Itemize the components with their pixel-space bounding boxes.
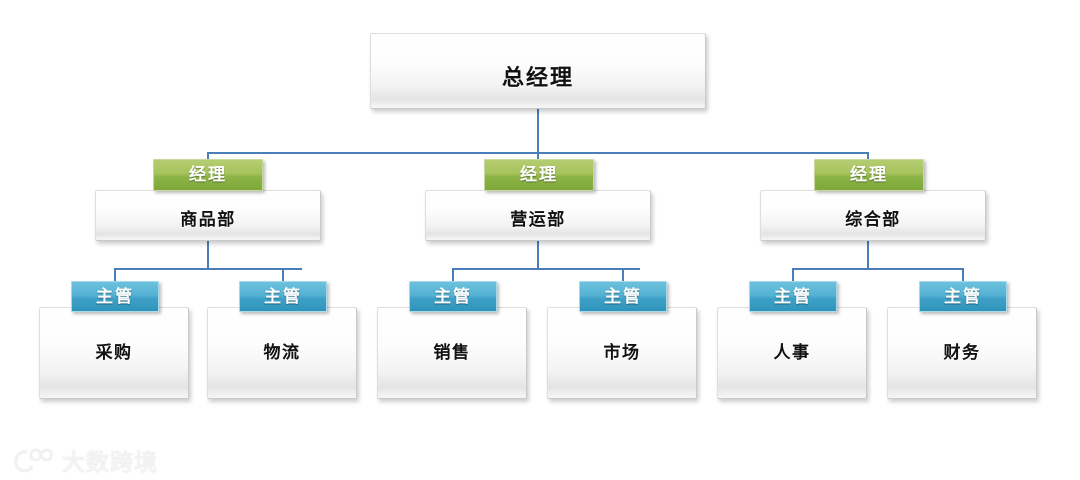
connector-group-b-drop-0: [452, 268, 454, 282]
org-node-title: 销售: [433, 343, 471, 362]
connector-group-c-bus: [792, 268, 962, 270]
org-node-human-resources[interactable]: 人事: [717, 307, 867, 399]
org-node-sales[interactable]: 销售: [377, 307, 527, 399]
org-badge-supervisor-0: 主管: [71, 281, 159, 312]
connector-root-stem: [537, 109, 539, 153]
dashu-logo-icon: [14, 448, 53, 473]
org-node-purchasing[interactable]: 采购: [39, 307, 189, 399]
watermark: 大数跨境: [14, 440, 158, 480]
org-node-title: 商品部: [180, 210, 236, 229]
org-node-merchandise-dept[interactable]: 商品部: [95, 190, 321, 241]
connector-group-c-drop-1: [962, 268, 964, 282]
org-badge-supervisor-2: 主管: [409, 281, 497, 312]
org-badge-manager-2: 经理: [814, 159, 924, 191]
org-node-title: 财务: [943, 343, 981, 362]
org-node-logistics[interactable]: 物流: [207, 307, 357, 399]
org-node-title: 市场: [603, 343, 641, 362]
org-node-title: 采购: [95, 343, 133, 362]
org-node-marketing[interactable]: 市场: [547, 307, 697, 399]
org-node-operations-dept[interactable]: 营运部: [425, 190, 651, 241]
connector-group-c-drop-0: [792, 268, 794, 282]
org-badge-manager-1: 经理: [484, 159, 594, 191]
org-badge-supervisor-4: 主管: [749, 281, 837, 312]
connector-group-a-drop-0: [114, 268, 116, 282]
org-node-finance[interactable]: 财务: [887, 307, 1037, 399]
org-node-general-affairs-dept[interactable]: 综合部: [760, 190, 986, 241]
org-node-title: 综合部: [845, 210, 901, 229]
connector-group-b-drop-1: [622, 268, 624, 282]
org-node-title: 人事: [773, 343, 811, 362]
watermark-text: 大数跨境: [62, 449, 158, 475]
connector-group-c-stem: [867, 241, 869, 269]
connector-group-a-stem: [207, 241, 209, 269]
org-badge-supervisor-3: 主管: [579, 281, 667, 312]
connector-group-a-bus: [114, 268, 302, 270]
connector-group-b-stem: [537, 241, 539, 269]
org-node-title: 总经理: [501, 65, 574, 90]
org-badge-supervisor-5: 主管: [919, 281, 1007, 312]
org-badge-manager-0: 经理: [153, 159, 263, 191]
org-node-title: 营运部: [510, 210, 566, 229]
org-node-general-manager[interactable]: 总经理: [370, 33, 706, 109]
connector-group-b-bus: [452, 268, 640, 270]
org-node-title: 物流: [263, 343, 301, 362]
org-badge-supervisor-1: 主管: [239, 281, 327, 312]
connector-group-a-drop-1: [282, 268, 284, 282]
